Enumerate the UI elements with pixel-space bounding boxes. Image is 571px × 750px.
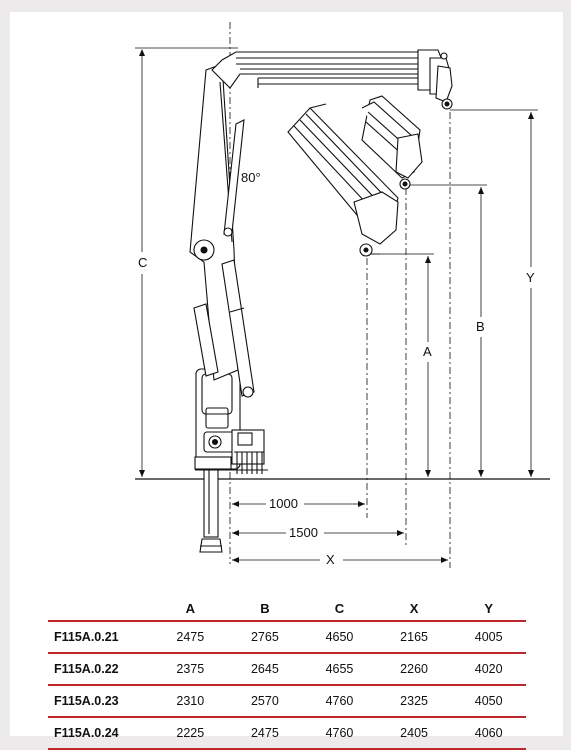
dimension-b: B <box>407 184 487 477</box>
crane-mid-position <box>361 95 423 190</box>
table-cell-model: F115A.0.21 <box>48 621 153 654</box>
table-cell: 2570 <box>227 685 303 718</box>
table-row: F115A.0.23 2310 2570 4760 2325 4050 <box>48 685 526 718</box>
table-cell: 2475 <box>153 621 228 654</box>
dim-label-b: B <box>476 319 485 334</box>
dim-label-y: Y <box>526 270 535 285</box>
spec-sheet: C Y B A <box>10 12 563 750</box>
crane-base <box>194 368 268 553</box>
table-cell: 2325 <box>376 685 452 718</box>
dimension-y: Y <box>450 109 538 477</box>
table-cell: 4760 <box>302 685 377 718</box>
table-cell: 4050 <box>451 685 526 718</box>
table-row: F115A.0.22 2375 2645 4655 2260 4020 <box>48 653 526 686</box>
table-cell: 4005 <box>451 621 526 654</box>
table-cell: 4020 <box>451 653 526 686</box>
dimension-x: X <box>232 552 448 567</box>
table-cell: 4655 <box>302 653 377 686</box>
column-header-y: Y <box>451 596 526 622</box>
dim-label-1500: 1500 <box>289 525 318 540</box>
table-cell: 2405 <box>376 717 452 750</box>
table-cell: 2225 <box>153 717 228 750</box>
dim-label-1000: 1000 <box>269 496 298 511</box>
column-header-model <box>48 596 153 622</box>
table-cell: 2375 <box>153 653 228 686</box>
table-cell: 2165 <box>376 621 452 654</box>
table-header-row: A B C X Y <box>48 596 526 622</box>
table-cell-model: F115A.0.22 <box>48 653 153 686</box>
table-cell-model: F115A.0.23 <box>48 685 153 718</box>
table-cell: 2310 <box>153 685 228 718</box>
dimensions-table: A B C X Y F115A.0.21 2475 2765 4650 2165… <box>48 596 526 750</box>
angle-label: 80° <box>241 170 261 185</box>
table-cell-model: F115A.0.24 <box>48 717 153 750</box>
table-cell: 4760 <box>302 717 377 750</box>
column-header-c: C <box>302 596 377 622</box>
column-header-b: B <box>227 596 303 622</box>
table-cell: 4650 <box>302 621 377 654</box>
table-cell: 2475 <box>227 717 303 750</box>
crane-outer-boom <box>211 49 453 110</box>
dim-label-a: A <box>423 344 432 359</box>
column-header-x: X <box>376 596 452 622</box>
table-row: F115A.0.21 2475 2765 4650 2165 4005 <box>48 621 526 654</box>
table-cell: 2645 <box>227 653 303 686</box>
table-cell: 2765 <box>227 621 303 654</box>
dim-label-c: C <box>138 255 147 270</box>
dimension-1500: 1500 <box>232 525 404 540</box>
crane-low-position <box>287 103 399 257</box>
crane-reach-diagram: C Y B A <box>135 22 550 568</box>
crane-main-boom <box>189 63 255 398</box>
dim-label-x: X <box>326 552 335 567</box>
dimension-c: C <box>135 47 238 477</box>
dimension-a: A <box>367 253 434 477</box>
dimension-1000: 1000 <box>232 496 365 511</box>
table-cell: 4060 <box>451 717 526 750</box>
column-header-a: A <box>153 596 228 622</box>
table-cell: 2260 <box>376 653 452 686</box>
table-row: F115A.0.24 2225 2475 4760 2405 4060 <box>48 717 526 750</box>
